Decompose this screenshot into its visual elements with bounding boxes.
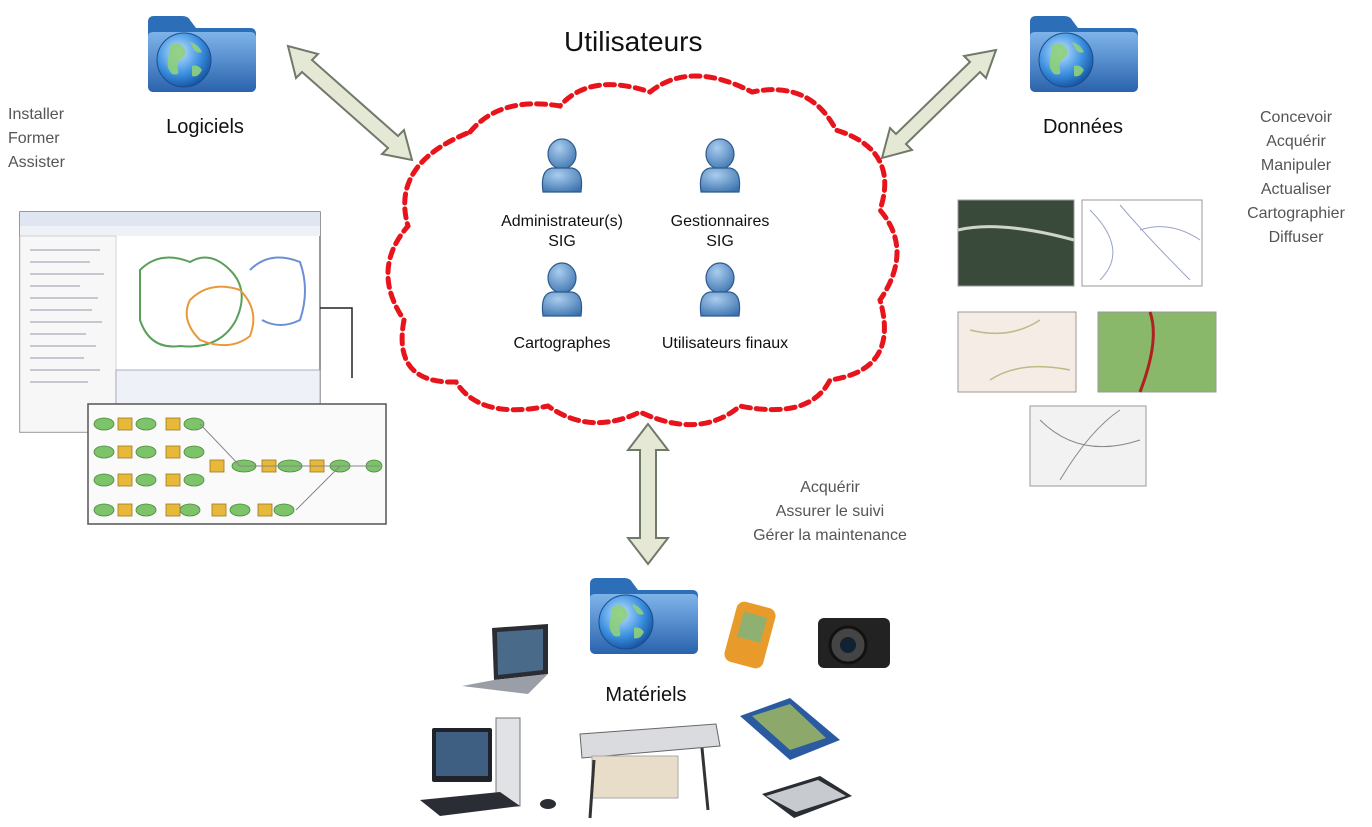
cartographer-user-icon: [541, 262, 583, 317]
users-cloud: [385, 73, 900, 428]
printer-icon: [579, 723, 721, 819]
data-label: Données: [1042, 116, 1124, 138]
gps-icon: [724, 601, 776, 669]
scanner-icon: [762, 776, 852, 818]
role-manager-line1: Gestionnaires: [670, 213, 770, 230]
map-thumbnails: [957, 199, 1217, 487]
arrow-software-users: [286, 44, 414, 162]
software-tasks: Installer Former Assister: [8, 103, 65, 175]
software-task: Former: [8, 130, 60, 147]
data-task: Manipuler: [1260, 157, 1332, 174]
data-task: Diffuser: [1268, 229, 1324, 246]
data-globe-folder-icon: [1029, 15, 1139, 93]
software-label: Logiciels: [166, 116, 244, 138]
software-task: Installer: [8, 106, 65, 123]
data-tasks: Concevoir Acquérir Manipuler Actualiser …: [1226, 106, 1366, 250]
enduser-user-icon: [699, 262, 741, 317]
camera-icon: [818, 618, 890, 668]
software-globe-folder-icon: [147, 15, 257, 93]
role-enduser: Utilisateurs finaux: [640, 334, 810, 354]
data-task: Cartographier: [1247, 205, 1345, 222]
hardware-tasks: Acquérir Assurer le suivi Gérer la maint…: [720, 476, 940, 548]
role-admin-line2: SIG: [548, 233, 576, 250]
role-cartographer: Cartographes: [492, 334, 632, 354]
role-admin: Administrateur(s) SIG: [482, 212, 642, 252]
hardware-globe-folder-icon: [589, 577, 699, 655]
role-enduser-line1: Utilisateurs finaux: [661, 335, 789, 352]
role-cartographer-line1: Cartographes: [513, 335, 611, 352]
hardware-task: Gérer la maintenance: [753, 527, 907, 544]
software-task: Assister: [8, 154, 65, 171]
data-task: Concevoir: [1259, 109, 1333, 126]
admin-user-icon: [541, 138, 583, 193]
gis-software-screenshot: [19, 211, 353, 433]
model-builder-screenshot: [87, 403, 387, 525]
role-manager: Gestionnaires SIG: [650, 212, 790, 252]
laptop-icon: [462, 624, 548, 694]
role-admin-line1: Administrateur(s): [501, 213, 623, 230]
hardware-label: Matériels: [605, 684, 687, 706]
hardware-task: Assurer le suivi: [775, 503, 885, 520]
arrow-data-users: [880, 48, 998, 160]
users-title: Utilisateurs: [564, 26, 703, 57]
role-manager-line2: SIG: [706, 233, 734, 250]
data-task: Actualiser: [1260, 181, 1332, 198]
data-task: Acquérir: [1266, 133, 1326, 150]
manager-user-icon: [699, 138, 741, 193]
arrow-users-hardware: [625, 422, 671, 566]
hardware-task: Acquérir: [800, 479, 860, 496]
desktop-icon: [420, 717, 556, 816]
tablet-icon: [740, 698, 840, 760]
